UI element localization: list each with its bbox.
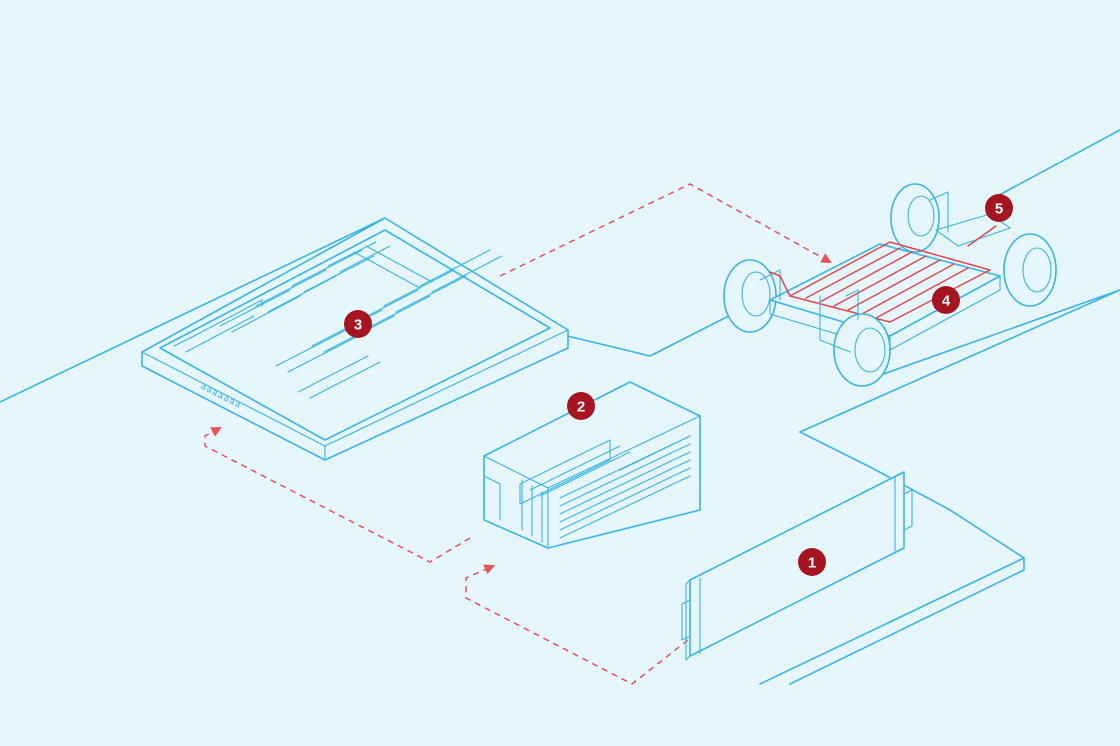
- badge-1: 1: [798, 548, 826, 576]
- flow-arrow-2-to-3: [204, 427, 471, 563]
- badge-4-label: 4: [942, 293, 951, 310]
- badge-4: 4: [932, 286, 960, 314]
- flow-arrow-1-to-2: [465, 564, 689, 685]
- badge-3-label: 3: [354, 317, 362, 334]
- battery-cell-icon: [681, 471, 913, 661]
- battery-pack-icon: aaaaaaa: [141, 217, 569, 461]
- flow-arrow-3-to-4: [499, 183, 832, 277]
- vehicle-battery-highlight: [769, 241, 991, 323]
- badge-5: 5: [985, 194, 1013, 222]
- floor-outline: [0, 129, 1120, 685]
- vehicle-chassis-icon: [723, 183, 1057, 387]
- flow-arrows: [204, 183, 832, 685]
- badge-2: 2: [567, 392, 595, 420]
- battery-module-icon: [483, 381, 701, 549]
- badge-2-label: 2: [577, 399, 585, 416]
- badge-5-label: 5: [995, 201, 1003, 218]
- badge-1-label: 1: [808, 555, 816, 572]
- badge-3: 3: [344, 310, 372, 338]
- vehicle-electronics-highlight: [967, 225, 997, 247]
